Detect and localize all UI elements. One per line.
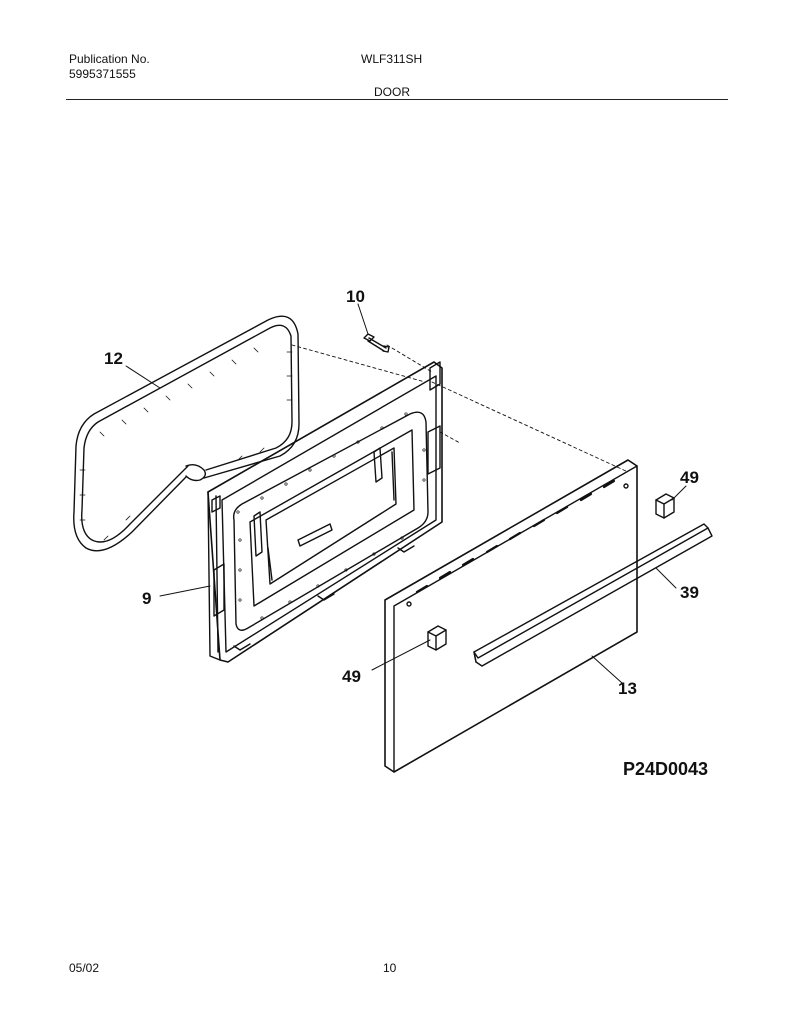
door-handle [473, 523, 713, 667]
model-number: WLF311SH [361, 52, 423, 66]
section-title: DOOR [374, 85, 410, 99]
door-gasket [73, 315, 300, 552]
page-number: 10 [383, 961, 397, 975]
footer-date: 05/02 [69, 961, 100, 975]
publication-number: 5995371555 [69, 67, 136, 81]
callout-39: 39 [680, 583, 699, 602]
callout-49-top: 49 [680, 468, 699, 487]
publication-label: Publication No. [69, 52, 150, 66]
screw [363, 333, 390, 353]
figure-code: P24D0043 [623, 759, 708, 779]
handle-end-cap-bottom [427, 625, 447, 651]
alignment-lines [291, 344, 629, 473]
callout-12: 12 [104, 349, 123, 368]
callout-49-bottom: 49 [342, 667, 361, 686]
header-rule [66, 99, 728, 100]
callout-10: 10 [346, 287, 365, 306]
inner-door-panel [207, 361, 443, 663]
callout-13: 13 [618, 679, 637, 698]
leader-lines [125, 303, 687, 684]
callout-9: 9 [142, 589, 151, 608]
outer-door-panel [384, 459, 638, 773]
handle-end-cap-top [655, 493, 675, 519]
